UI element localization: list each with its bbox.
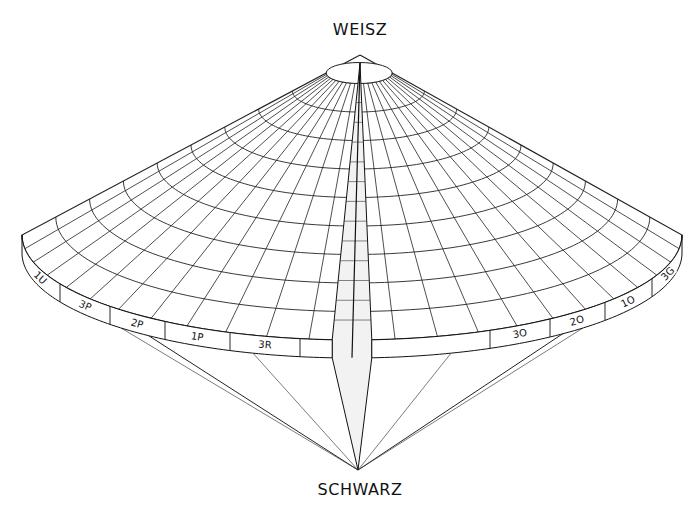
meridian-line bbox=[376, 82, 517, 326]
meridian-line bbox=[226, 83, 347, 332]
meridian-line bbox=[90, 79, 333, 299]
meridian-line bbox=[383, 80, 586, 309]
rim-cell-divider bbox=[110, 306, 111, 324]
pole-label: WEISZ bbox=[333, 22, 387, 38]
meridian-line bbox=[187, 82, 343, 326]
rim-cell-divider bbox=[165, 322, 166, 340]
section-axis bbox=[352, 63, 360, 358]
rim-cell-divider bbox=[490, 330, 491, 348]
rim-cell-divider bbox=[300, 339, 301, 357]
hue-label: 1P bbox=[189, 331, 205, 343]
meridian-line bbox=[33, 76, 327, 262]
meridian-line bbox=[391, 76, 671, 262]
rim-cell-divider bbox=[550, 319, 551, 337]
meridian-line bbox=[25, 74, 327, 248]
meridian-line bbox=[392, 74, 679, 248]
meridian-line bbox=[66, 78, 330, 287]
meridian-line bbox=[47, 77, 329, 275]
rim-band-segment bbox=[372, 235, 682, 358]
meridian-line bbox=[372, 83, 478, 332]
meridian-line bbox=[119, 80, 336, 309]
meridian-line bbox=[379, 81, 553, 318]
meridian-line bbox=[385, 79, 613, 299]
rim-cell-divider bbox=[60, 284, 61, 302]
rim-cell-divider bbox=[652, 279, 653, 297]
rim-cell-divider bbox=[605, 302, 606, 320]
section-strip bbox=[332, 63, 372, 470]
rim-band-segment bbox=[22, 235, 332, 358]
meridian-line bbox=[151, 81, 339, 318]
lower-cone-line bbox=[358, 353, 451, 470]
section-plane bbox=[332, 63, 372, 470]
pole-label: SCHWARZ bbox=[318, 482, 403, 498]
meridian-line bbox=[368, 83, 438, 336]
hue-label: 3R bbox=[257, 340, 273, 351]
rim-cell-divider bbox=[230, 333, 231, 351]
meridian-line bbox=[388, 78, 638, 287]
hue-rim-band bbox=[22, 235, 682, 358]
